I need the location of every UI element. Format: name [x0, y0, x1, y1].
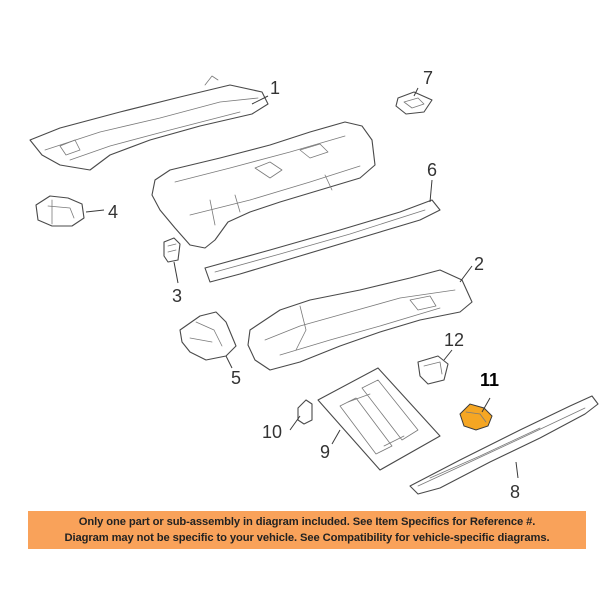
part-8-rocker-panel [409, 395, 599, 495]
callout-11: 11 [480, 370, 499, 390]
callout-6: 6 [427, 160, 437, 180]
part-7-bracket [395, 91, 433, 115]
part-10-clip [297, 399, 313, 425]
part-1-front-floor [29, 75, 269, 171]
part-6-rocker-reinforcement [204, 199, 441, 283]
part-11-bracket-highlighted [459, 403, 493, 431]
disclaimer-line-2: Diagram may not be specific to your vehi… [64, 532, 550, 544]
part-5-support [179, 311, 237, 361]
part-9-crossmember [317, 367, 441, 471]
disclaimer-banner: Only one part or sub-assembly in diagram… [28, 511, 586, 549]
callout-9: 9 [320, 442, 330, 462]
disclaimer-line-1: Only one part or sub-assembly in diagram… [78, 516, 536, 528]
callout-5: 5 [231, 368, 241, 388]
part-12-bracket [417, 355, 449, 385]
callout-4: 4 [108, 202, 118, 222]
callout-2: 2 [474, 254, 484, 274]
callout-1: 1 [270, 78, 280, 98]
part-3-clip [163, 237, 181, 263]
callout-7: 7 [423, 68, 433, 88]
part-floor-tunnel [151, 121, 376, 249]
callout-8: 8 [510, 482, 520, 502]
leader-lines [85, 87, 519, 479]
part-4-bracket [35, 195, 85, 227]
callout-10: 10 [262, 422, 282, 442]
callout-3: 3 [172, 286, 182, 306]
part-2-floor-pan [247, 269, 473, 371]
callout-12: 12 [444, 330, 464, 350]
